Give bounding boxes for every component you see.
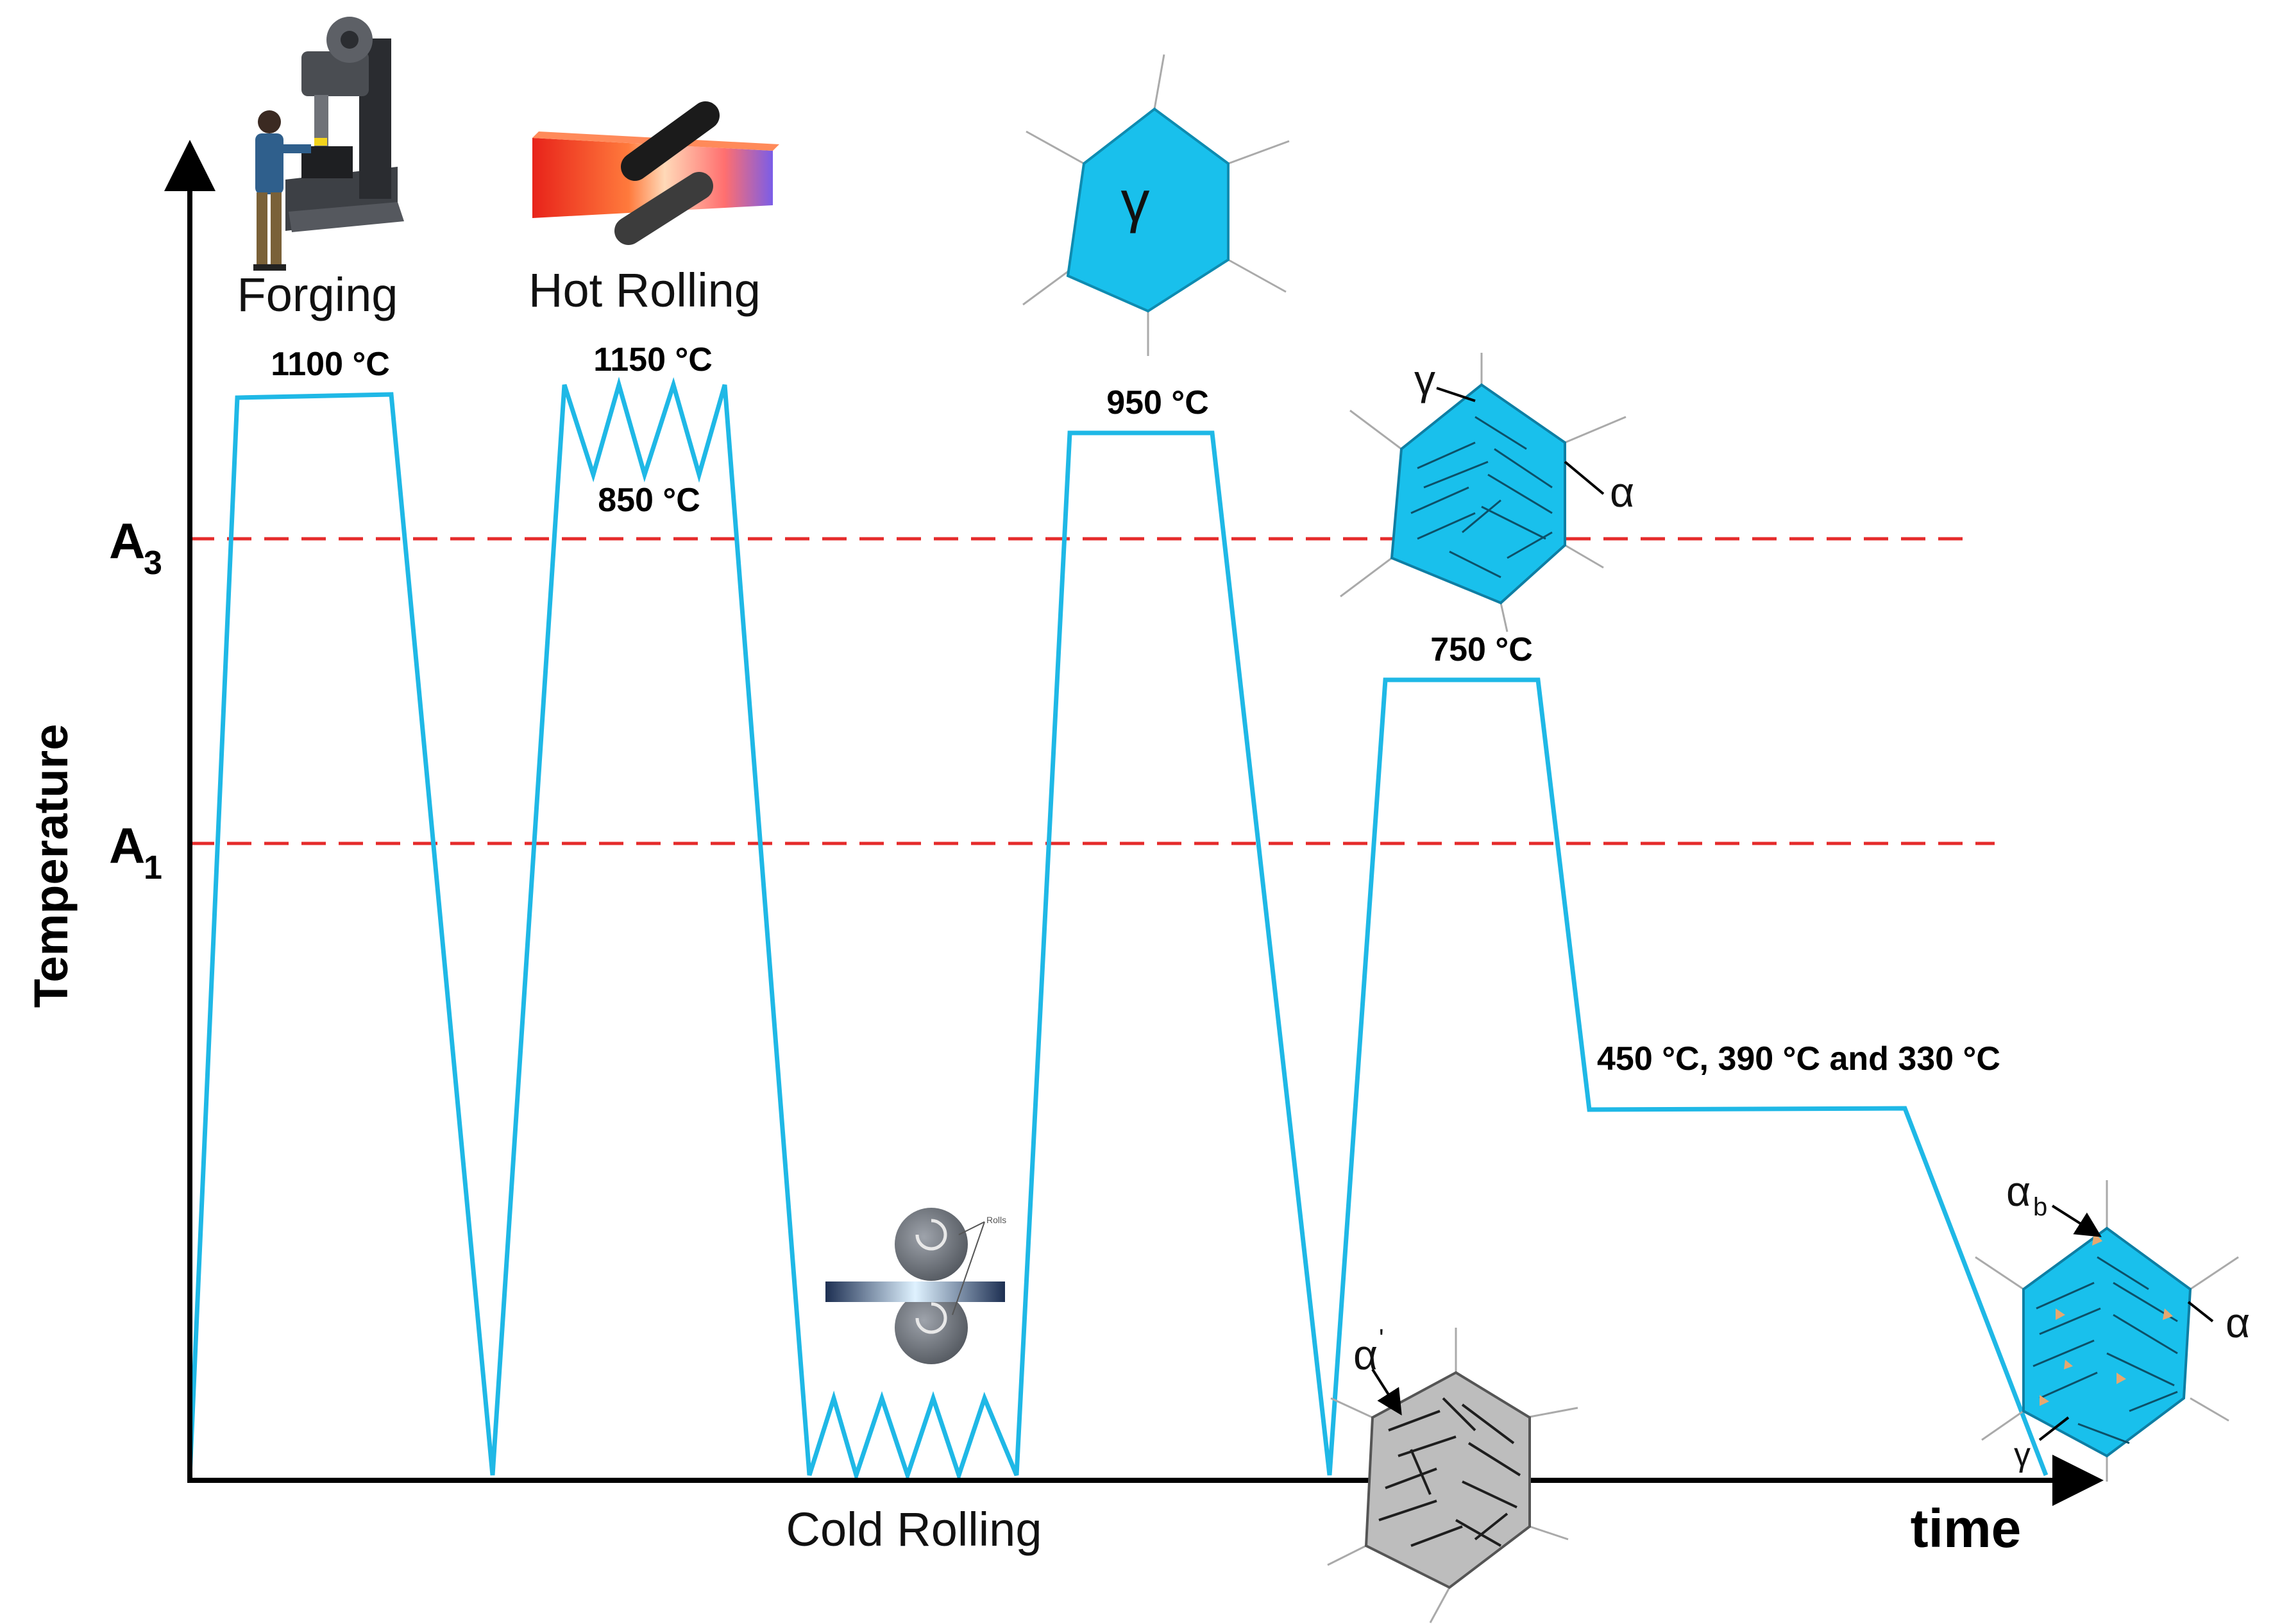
intercritical-temp-label: 750 °C bbox=[1430, 631, 1533, 668]
martensite-grain: α ' bbox=[1327, 1324, 1578, 1623]
hot-rolling-low-temp-label: 850 °C bbox=[598, 482, 700, 519]
forging-temp-label: 1100 °C bbox=[271, 346, 390, 383]
a3-label: A 3 bbox=[109, 512, 162, 582]
svg-text:γ: γ bbox=[1414, 356, 1435, 403]
svg-text:1: 1 bbox=[144, 849, 162, 886]
austenite-grain: γ bbox=[1022, 54, 1290, 356]
svg-text:A: A bbox=[109, 512, 145, 569]
svg-text:Rolls: Rolls bbox=[986, 1215, 1006, 1225]
svg-text:b: b bbox=[2033, 1193, 2047, 1221]
svg-text:3: 3 bbox=[144, 545, 162, 582]
hot-rolling-icon bbox=[532, 101, 779, 245]
a1-label: A 1 bbox=[109, 817, 162, 886]
svg-text:': ' bbox=[1379, 1324, 1384, 1353]
svg-text:α: α bbox=[2226, 1299, 2250, 1346]
temperature-profile bbox=[187, 376, 2049, 1483]
cold-rolling-mill-icon: Rolls bbox=[825, 1208, 1006, 1364]
svg-text:α: α bbox=[2006, 1167, 2031, 1215]
alpha-b-label: α b bbox=[2006, 1167, 2047, 1221]
cold-rolling-label: Cold Rolling bbox=[786, 1503, 1042, 1556]
y-axis-label: Temperature bbox=[24, 724, 78, 1008]
svg-text:α: α bbox=[1353, 1331, 1378, 1378]
svg-text:γ: γ bbox=[1121, 170, 1150, 234]
svg-text:A: A bbox=[109, 817, 145, 874]
forging-label: Forging bbox=[237, 268, 398, 321]
final-microstructure-grain: α b α γ bbox=[1975, 1167, 2250, 1482]
austempering-temp-label: 450 °C, 390 °C and 330 °C bbox=[1597, 1040, 2000, 1078]
svg-text:γ: γ bbox=[2014, 1436, 2031, 1473]
hot-rolling-high-temp-label: 1150 °C bbox=[593, 341, 713, 378]
intercritical-grain: γ α bbox=[1340, 353, 1634, 632]
hot-rolling-label: Hot Rolling bbox=[528, 264, 761, 317]
x-axis-label: time bbox=[1911, 1498, 2022, 1559]
svg-text:α: α bbox=[1610, 468, 1634, 516]
forging-press-icon bbox=[253, 17, 404, 271]
austenitizing-temp-label: 950 °C bbox=[1106, 384, 1209, 421]
